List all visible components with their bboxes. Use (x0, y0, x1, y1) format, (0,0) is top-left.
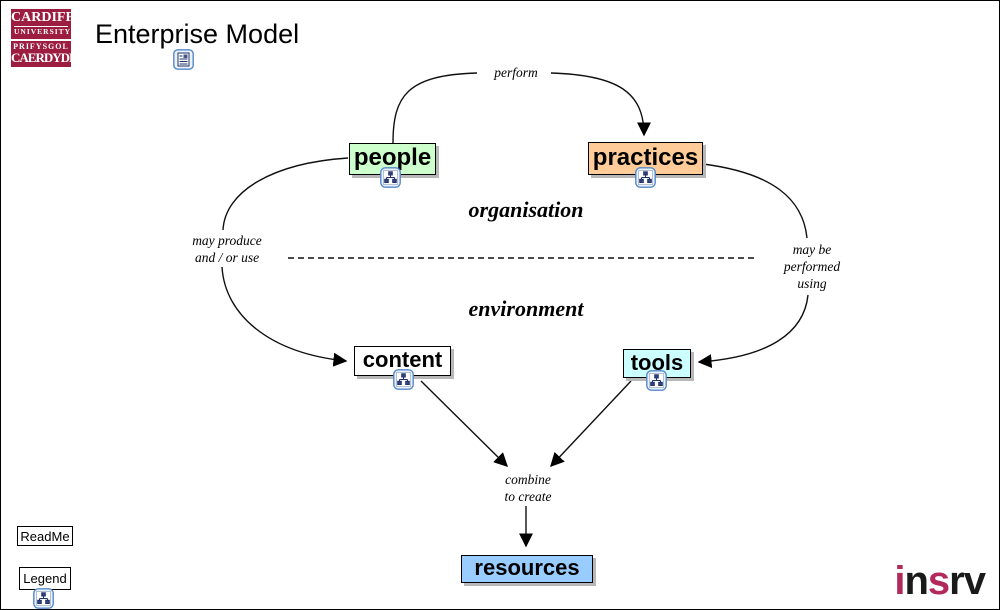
edge-label-may-be-performed: may be performed using (769, 242, 855, 293)
cardiff-university-logo: CARDIFF UNIVERSITY PRIFYSGOL CAERDYDD (11, 9, 78, 68)
edge-label-line: to create (504, 488, 552, 504)
edge-may-produce-upper (222, 157, 349, 231)
edge-label-perform: perform (481, 65, 551, 82)
logo-text: CAERDYDD (11, 50, 78, 66)
node-content[interactable]: content (354, 346, 451, 376)
insrv-letter: n (904, 559, 928, 603)
logo-english-block: CARDIFF UNIVERSITY (11, 9, 74, 39)
submodel-icon-tools[interactable] (646, 370, 667, 391)
logo-welsh-block: PRIFYSGOL CAERDYDD (11, 40, 78, 68)
insrv-logo: insrv (894, 559, 986, 603)
edge-may-produce-lower (221, 266, 348, 367)
edge-may-be-performed-upper (702, 163, 808, 239)
insrv-letter: s (927, 559, 950, 603)
logo-text: CARDIFF (11, 10, 74, 25)
region-label-environment: environment (468, 296, 584, 321)
notes-icon[interactable] (173, 49, 194, 70)
node-practices-label: practices (592, 143, 699, 171)
region-label-organisation: organisation (468, 197, 584, 222)
edge-perform-left (392, 72, 478, 144)
submodel-icon-content[interactable] (393, 369, 414, 390)
edge-label-line: performed (783, 258, 841, 274)
node-people[interactable]: people (349, 143, 436, 175)
edge-label-line: may produce (192, 233, 262, 248)
page-title: Enterprise Model (95, 19, 300, 49)
edge-label-line: and / or use (194, 249, 260, 265)
node-resources-label: resources (474, 555, 580, 580)
edge-label-line: combine (505, 472, 551, 487)
edge-label-may-produce: may produce and / or use (179, 233, 275, 267)
edge-tools-to-combine (550, 380, 632, 468)
node-people-label: people (353, 144, 432, 171)
edge-label-line: using (797, 275, 827, 291)
insrv-letter: i (894, 559, 905, 603)
edge-perform-right (550, 72, 651, 137)
insrv-letter: v (963, 559, 986, 603)
edge-label-line: may be (792, 242, 832, 257)
insrv-letter: r (949, 559, 965, 603)
submodel-icon-practices[interactable] (635, 167, 656, 188)
logo-text: UNIVERSITY (14, 26, 72, 37)
readme-button[interactable]: ReadMe (17, 526, 73, 546)
submodel-icon-people[interactable] (380, 167, 401, 188)
node-practices[interactable]: practices (588, 142, 703, 175)
edge-may-be-performed-lower (697, 294, 809, 369)
node-resources[interactable]: resources (461, 555, 593, 583)
edge-label-combine: combine to create (485, 472, 571, 506)
edge-content-to-combine (420, 380, 508, 467)
logo-text: PRIFYSGOL (13, 41, 69, 51)
node-content-label: content (362, 347, 443, 372)
submodel-icon-legend[interactable] (33, 588, 54, 609)
legend-button[interactable]: Legend (19, 567, 71, 590)
